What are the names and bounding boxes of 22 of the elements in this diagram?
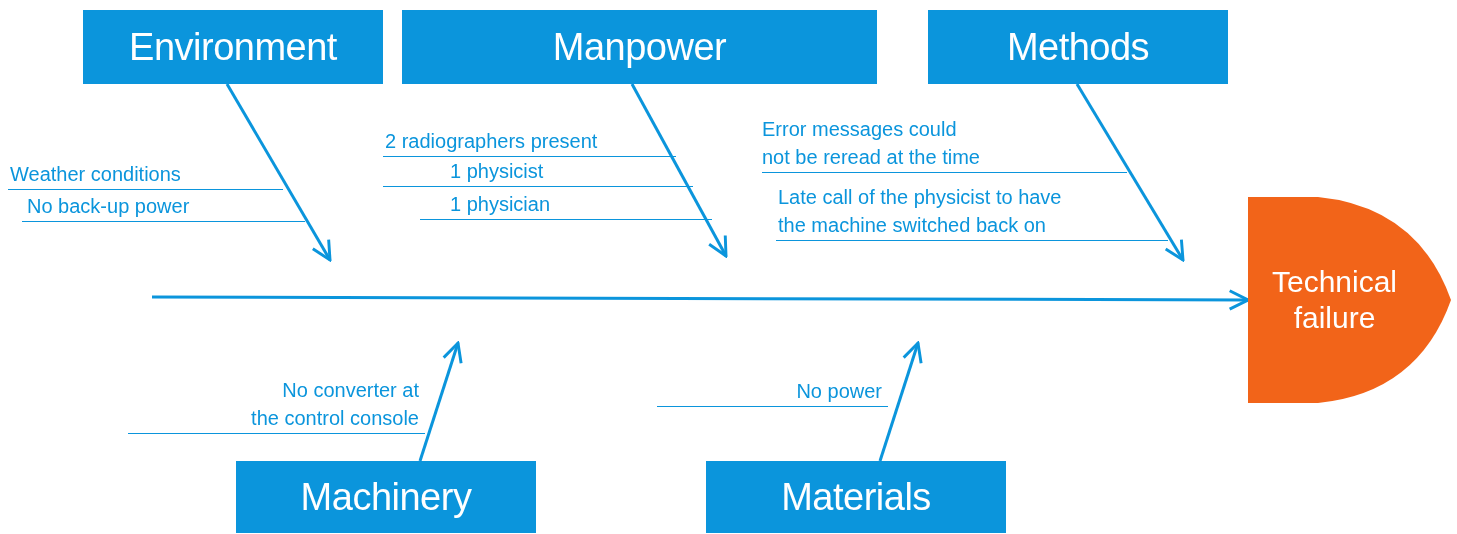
category-box: Materials — [706, 461, 1006, 533]
arrow — [630, 83, 728, 258]
arrow — [152, 289, 1250, 311]
arrow — [225, 83, 332, 262]
category-box: Methods — [928, 10, 1228, 84]
cause-label: No power — [657, 377, 888, 407]
cause-label: 1 physicist — [383, 157, 693, 187]
effect-shape — [1248, 197, 1451, 403]
category-box: Machinery — [236, 461, 536, 533]
cause-label: No back-up power — [22, 192, 305, 222]
arrow — [418, 341, 463, 462]
arrow — [878, 341, 923, 462]
cause-label: Weather conditions — [8, 160, 283, 190]
cause-label: Late call of the physicist to have the machine switched back on — [776, 183, 1168, 241]
cause-label: Error messages could not be reread at the time — [762, 115, 1127, 173]
cause-label: 1 physician — [420, 190, 712, 220]
cause-label: No converter at the control console — [128, 376, 425, 434]
arrow — [1075, 83, 1185, 262]
cause-label: 2 radiographers present — [383, 127, 676, 157]
effect-label: Technical failure — [1270, 264, 1399, 336]
category-box: Environment — [83, 10, 383, 84]
category-box: Manpower — [402, 10, 877, 84]
